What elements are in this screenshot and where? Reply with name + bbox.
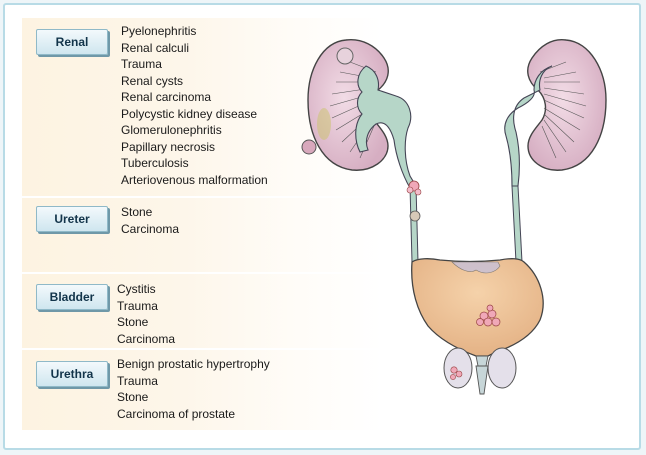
- cause-item: Stone: [121, 205, 153, 219]
- renal-causes: Pyelonephritis Renal calculi Trauma Rena…: [121, 23, 268, 188]
- cause-item: Trauma: [117, 298, 158, 313]
- cause-item: Pyelonephritis: [121, 24, 197, 38]
- cause-item: Carcinoma of prostate: [117, 406, 236, 421]
- cause-item: Trauma: [121, 57, 162, 71]
- bladder-label: Bladder: [36, 284, 108, 310]
- renal-label: Renal: [36, 29, 108, 55]
- cause-item: Carcinoma: [121, 221, 180, 236]
- urethra-causes: Benign prostatic hypertrophy Trauma Ston…: [117, 356, 270, 422]
- cause-item: Stone: [117, 390, 149, 404]
- cause-item: Renal carcinoma: [121, 90, 212, 104]
- cause-item: Carcinoma: [117, 331, 176, 346]
- bladder-icon: [411, 258, 544, 367]
- cause-item: Cystitis: [117, 282, 156, 296]
- ureter-causes: Stone Carcinoma: [121, 204, 179, 237]
- cause-item: Stone: [117, 315, 149, 329]
- cause-item: Polycystic kidney disease: [121, 106, 258, 121]
- ureter-label: Ureter: [36, 206, 108, 232]
- cause-item: Trauma: [117, 373, 158, 388]
- right-kidney-icon: [504, 39, 607, 187]
- cause-item: Papillary necrosis: [121, 139, 216, 154]
- cause-item: Renal cysts: [121, 73, 184, 88]
- bladder-causes: Cystitis Trauma Stone Carcinoma: [117, 281, 175, 347]
- cause-item: Tuberculosis: [121, 156, 189, 170]
- cause-item: Benign prostatic hypertrophy: [117, 357, 270, 371]
- ureter-icon: [406, 180, 523, 263]
- cause-item: Glomerulonephritis: [121, 123, 222, 137]
- urethra-label: Urethra: [36, 361, 108, 387]
- cause-item: Renal calculi: [121, 40, 190, 55]
- prostate-icon: [443, 347, 517, 395]
- left-kidney-icon: [301, 39, 417, 189]
- cause-item: Arteriovenous malformation: [121, 172, 268, 187]
